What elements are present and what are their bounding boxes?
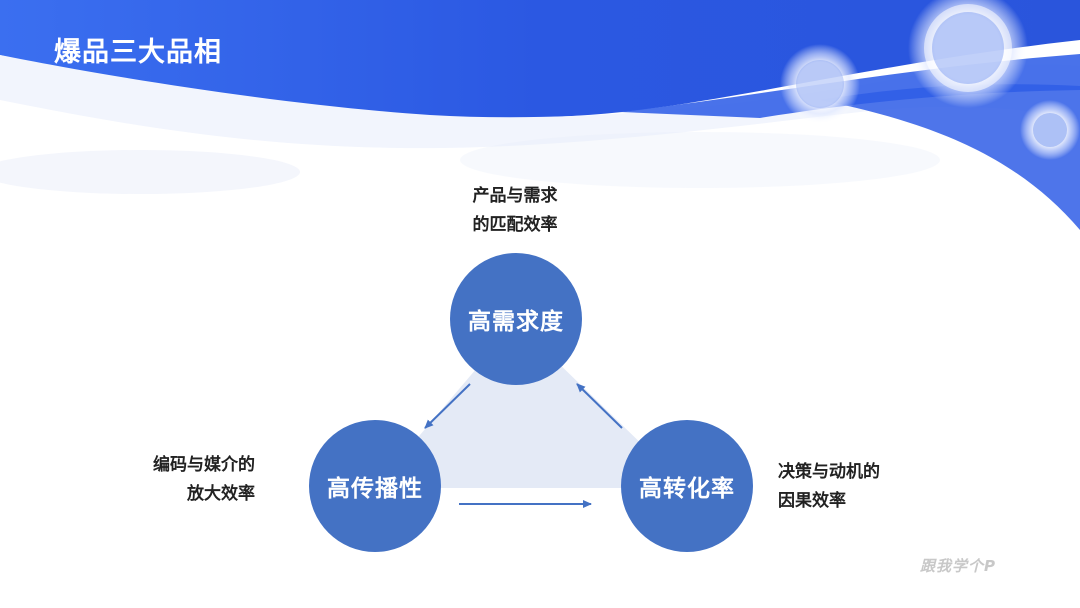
node-high-demand: 高需求度 xyxy=(450,253,582,385)
arrow-right-to-top xyxy=(576,383,623,429)
caption-high-conversion: 决策与动机的 因果效率 xyxy=(778,458,938,516)
caption-line: 因果效率 xyxy=(778,491,846,511)
watermark: 跟我学个P xyxy=(920,557,996,575)
arrow-top-to-left xyxy=(424,383,471,429)
caption-line: 产品与需求 xyxy=(472,186,558,206)
header-banner xyxy=(0,0,1080,230)
caption-line: 的匹配效率 xyxy=(472,215,558,235)
node-high-spread: 高传播性 xyxy=(309,420,441,552)
caption-line: 放大效率 xyxy=(187,484,255,504)
cycle-triangle xyxy=(375,322,687,488)
caption-line: 决策与动机的 xyxy=(778,462,880,482)
caption-high-demand: 产品与需求 的匹配效率 xyxy=(440,182,590,240)
caption-line: 编码与媒介的 xyxy=(153,455,255,475)
page-title: 爆品三大品相 xyxy=(54,37,222,68)
caption-high-spread: 编码与媒介的 放大效率 xyxy=(110,451,255,509)
node-high-conversion: 高转化率 xyxy=(621,420,753,552)
